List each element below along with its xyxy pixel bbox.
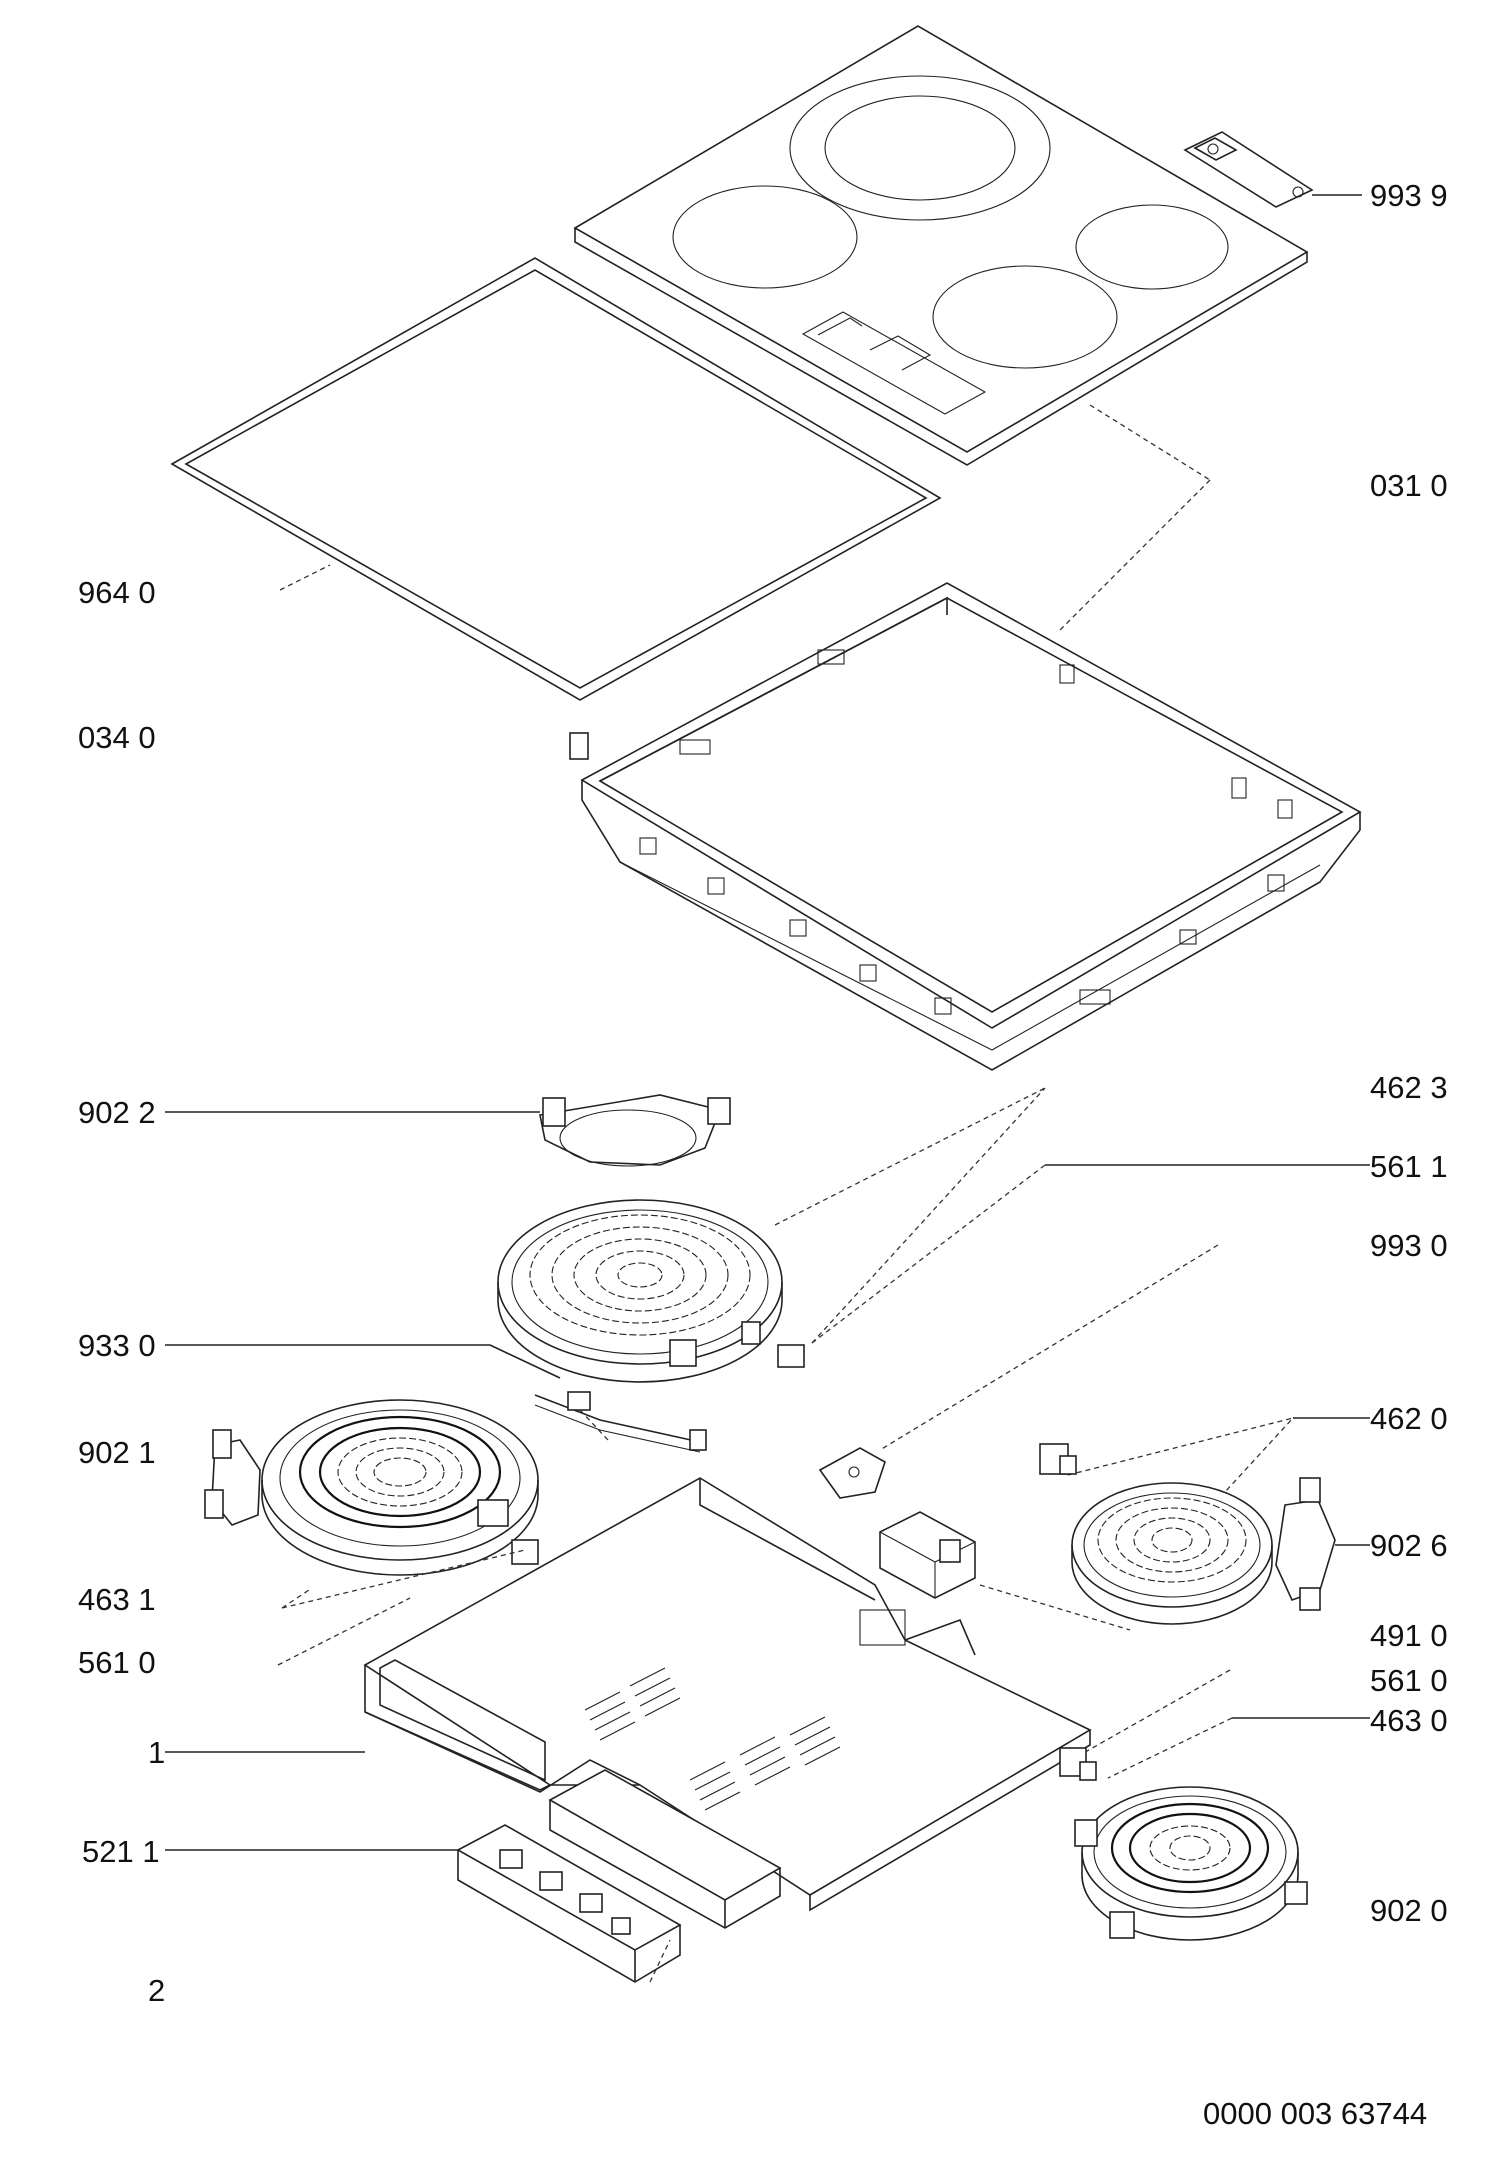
label-5610-left: 561 0 bbox=[78, 1645, 156, 1680]
label-5610-right: 561 0 bbox=[1370, 1663, 1448, 1698]
radiant-heater-bottom-9020 bbox=[1074, 1786, 1308, 1941]
clip-part-9939 bbox=[1183, 131, 1362, 208]
seal-frame-9640 bbox=[170, 257, 942, 701]
label-4620: 462 0 bbox=[1370, 1401, 1448, 1436]
label-5211: 521 1 bbox=[82, 1834, 160, 1869]
label-4631: 463 1 bbox=[78, 1582, 156, 1617]
spring-clip-4630 bbox=[1059, 1747, 1097, 1781]
limiter-9930 bbox=[818, 1447, 886, 1499]
label-4623: 462 3 bbox=[1370, 1070, 1448, 1105]
label-9640: 964 0 bbox=[78, 575, 156, 610]
label-9330: 933 0 bbox=[78, 1328, 156, 1363]
bottom-tray-1 bbox=[165, 1477, 1092, 1912]
cable-9330 bbox=[165, 1344, 707, 1453]
label-9026: 902 6 bbox=[1370, 1528, 1448, 1563]
radiant-heater-right-9026 bbox=[1071, 1477, 1370, 1625]
ceramic-glass-hob-top bbox=[573, 25, 1309, 466]
label-9021: 902 1 bbox=[78, 1435, 156, 1470]
label-0340: 034 0 bbox=[78, 720, 156, 755]
control-electronics-5211 bbox=[165, 1824, 682, 1983]
control-housing-channel bbox=[548, 1769, 782, 1929]
label-9939: 993 9 bbox=[1370, 178, 1448, 213]
label-0310: 031 0 bbox=[1370, 468, 1448, 503]
mounting-pan-frame-0340 bbox=[569, 582, 1362, 1071]
document-number: 0000 003 63744 bbox=[1203, 2096, 1428, 2131]
bracket-9022 bbox=[165, 1094, 731, 1167]
spring-clip-4620 bbox=[1039, 1443, 1077, 1475]
label-9930: 993 0 bbox=[1370, 1228, 1448, 1263]
label-2: 2 bbox=[148, 1973, 166, 2008]
label-4630: 463 0 bbox=[1370, 1703, 1448, 1738]
label-5611: 561 1 bbox=[1370, 1149, 1448, 1184]
label-1: 1 bbox=[148, 1735, 166, 1770]
radiant-heater-left-9021 bbox=[204, 1399, 539, 1576]
label-4910: 491 0 bbox=[1370, 1618, 1448, 1653]
label-9020: 902 0 bbox=[1370, 1893, 1448, 1928]
energy-regulator-4910 bbox=[879, 1511, 976, 1599]
label-9022: 902 2 bbox=[78, 1095, 156, 1130]
radiant-heater-large bbox=[497, 1199, 805, 1383]
